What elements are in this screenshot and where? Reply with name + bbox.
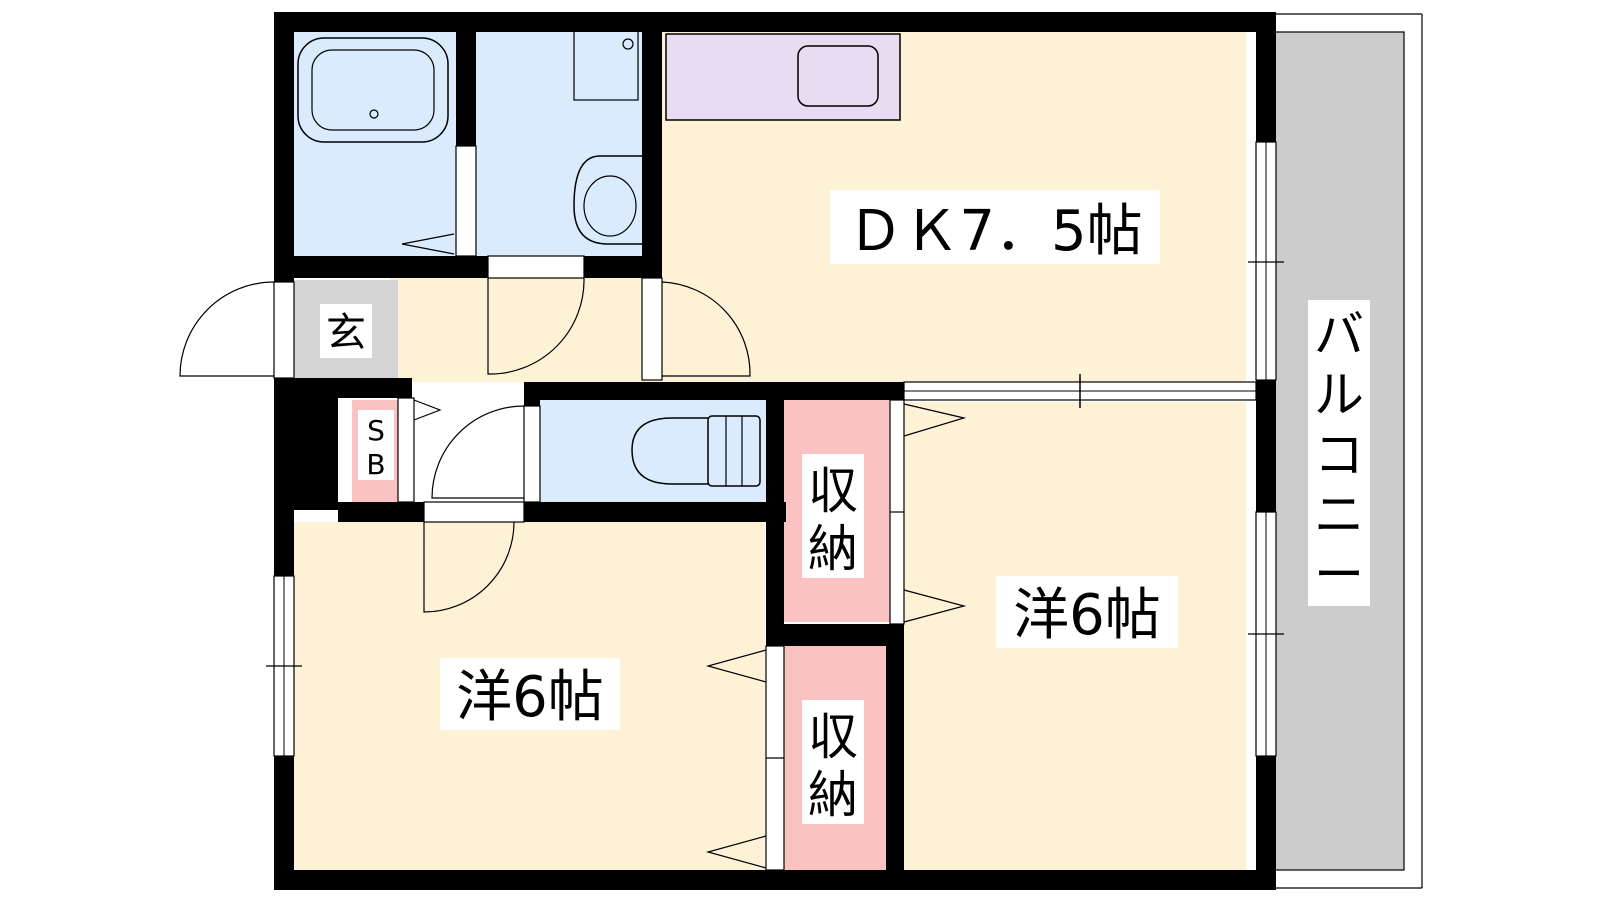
labels: ＤＫ7．5帖 洋6帖 洋6帖 玄 S B 収 納 収 納 バ ル コ ニ ー [320, 190, 1370, 824]
wall-toilet-left [524, 382, 540, 406]
wall-bath-h [274, 256, 488, 278]
wall-left-lower-a [274, 510, 294, 576]
western-right-label: 洋6帖 [1013, 583, 1161, 648]
storage-lower-label-bg [802, 700, 864, 824]
shoe-box-label-b: B [366, 448, 385, 481]
balcony-label-bg [1308, 300, 1370, 606]
balcony-label-2: ル [1314, 366, 1364, 424]
shoe-box-door [397, 397, 415, 503]
balcony-label-3: コ [1314, 426, 1364, 484]
washroom [476, 26, 642, 256]
storage-upper-label-bg [802, 454, 864, 578]
toilet-room [540, 398, 766, 504]
storage-upper-arrow-2 [903, 589, 967, 623]
wall-wash-h [584, 256, 660, 278]
left-room-door-jamb [423, 501, 525, 523]
openings [179, 141, 1284, 871]
storage-upper-label-1: 収 [808, 462, 858, 520]
wall-toilet-top [524, 382, 904, 400]
wall-right-c [1256, 756, 1276, 890]
wall-right-b [1256, 380, 1276, 512]
wall-bath-v-top [456, 12, 476, 146]
shoe-box-label-bg [358, 410, 394, 480]
bath-door [455, 145, 477, 257]
shoe-box-label-s: S [367, 414, 385, 447]
dk-door-swing [661, 281, 751, 377]
entrance-label-bg [320, 304, 372, 358]
dk-label-bg [830, 190, 1160, 264]
shoe-box-arrow [413, 399, 442, 421]
storage-lower-arrow [705, 649, 767, 683]
left-room-door-swing [423, 521, 515, 613]
washroom-door-jamb [487, 255, 585, 279]
storage-lower-label-2: 納 [808, 766, 858, 824]
wall-left-lower-b [274, 756, 294, 890]
fixtures [297, 13, 1423, 889]
storage-lower-label-1: 収 [808, 708, 858, 766]
walls [274, 12, 1276, 890]
wall-bottom [274, 870, 1256, 890]
wall-left-middle [274, 378, 338, 510]
bathtub-inner-icon [311, 49, 435, 131]
toilet-door-jamb [523, 405, 541, 503]
storage-upper-label-2: 納 [808, 520, 858, 578]
kitchen-sink-icon [797, 45, 879, 107]
balcony-label-5: ー [1314, 546, 1364, 604]
western-left-label-bg [440, 658, 620, 730]
dk-label: ＤＫ7．5帖 [847, 199, 1142, 264]
washroom-door-swing [487, 277, 585, 375]
entrance-label: 玄 [326, 310, 366, 356]
wall-sb-bottom [338, 502, 424, 522]
balcony-label-1: バ [1314, 306, 1364, 364]
bath-drain-icon [369, 109, 379, 119]
wall-right-a [1256, 12, 1276, 142]
wall-left-upper [274, 12, 294, 282]
wall-wash-v [642, 12, 662, 278]
wall-storage-mid [766, 624, 904, 646]
wall-toilet-bottom [524, 502, 786, 522]
basin-bowl-icon [583, 175, 637, 237]
dk-door-jamb [641, 277, 663, 381]
western-left-label: 洋6帖 [456, 665, 604, 730]
toilet-tank-icon [707, 415, 761, 487]
wall-top [274, 12, 1256, 32]
western-right-label-bg [996, 576, 1178, 648]
bath-door-arrow [401, 233, 455, 255]
faucet-icon [622, 38, 634, 50]
storage-lower-arrow-2 [705, 835, 767, 869]
balcony-label-4: ニ [1314, 486, 1364, 544]
toilet-door-swing [431, 405, 525, 499]
bathtub-icon [297, 37, 449, 143]
wall-entrance-top [274, 378, 412, 398]
entrance-door-jamb [273, 281, 295, 379]
toilet-icon [631, 417, 708, 485]
storage-upper-arrow [903, 403, 967, 437]
wall-storage-right [886, 624, 904, 890]
entrance-door-swing [179, 281, 275, 377]
wash-basin-icon [573, 155, 642, 245]
kitchen-counter [665, 33, 901, 121]
